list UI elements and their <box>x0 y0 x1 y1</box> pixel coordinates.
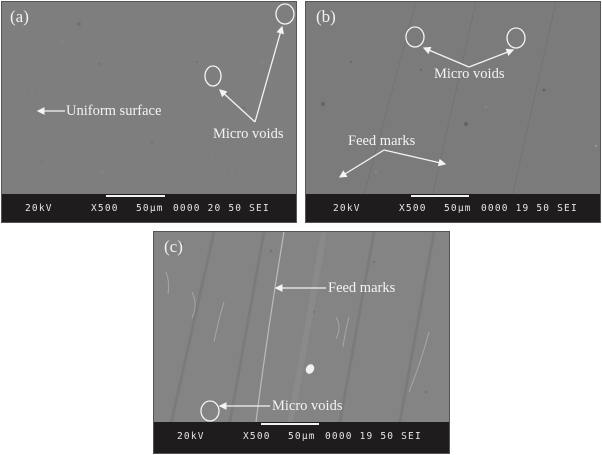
micro-voids-label: Micro voids <box>434 66 505 82</box>
panel-label: (b) <box>316 7 336 26</box>
scale-bar <box>261 423 319 425</box>
scale-bar <box>411 195 469 197</box>
sem-texture-a <box>31 22 263 173</box>
sem-texture-b <box>321 2 598 222</box>
voltage-label: 20kV <box>333 203 361 214</box>
sem-databar: 20kV X500 50µm 0000 19 50 SEI <box>306 194 600 222</box>
sem-panel-b: (b) Micro voids Feed marks 20kV X500 50µ… <box>305 1 601 223</box>
sem-databar: 20kV X500 50µm 0000 20 50 SEI <box>2 194 296 222</box>
feed-marks-label: Feed marks <box>328 280 396 296</box>
voltage-label: 20kV <box>177 431 205 442</box>
image-id-label: 0000 20 50 SEI <box>173 203 270 214</box>
uniform-surface-label: Uniform surface <box>66 103 162 119</box>
micro-voids-label: Micro voids <box>213 126 284 142</box>
sem-panel-a: (a) Uniform surface Micro voids 20kV X50… <box>1 1 297 223</box>
sem-databar: 20kV X500 50µm 0000 19 50 SEI <box>154 422 449 453</box>
scale-label: 50µm <box>288 431 316 442</box>
panel-label: (a) <box>10 7 29 26</box>
micro-voids-label: Micro voids <box>272 398 343 414</box>
magnification-label: X500 <box>399 203 427 214</box>
voltage-label: 20kV <box>25 203 53 214</box>
image-id-label: 0000 19 50 SEI <box>325 431 422 442</box>
scale-label: 50µm <box>444 203 472 214</box>
scale-label: 50µm <box>136 203 164 214</box>
magnification-label: X500 <box>243 431 271 442</box>
image-id-label: 0000 19 50 SEI <box>481 203 578 214</box>
sem-texture-c <box>162 232 436 453</box>
magnification-label: X500 <box>91 203 119 214</box>
feed-marks-label: Feed marks <box>348 133 416 149</box>
panel-label: (c) <box>164 237 183 256</box>
sem-panel-c: (c) Feed marks Micro voids 20kV X500 50µ… <box>153 231 450 454</box>
scale-bar <box>106 195 165 197</box>
